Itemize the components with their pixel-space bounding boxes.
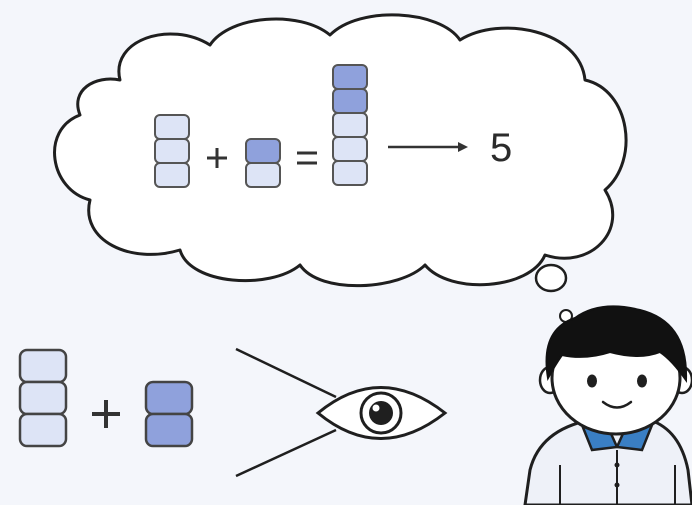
plus-icon	[207, 148, 227, 168]
equals-icon	[297, 151, 317, 165]
thought-result: 5	[490, 126, 512, 170]
thought-trail	[534, 263, 573, 323]
stack-three-blocks	[18, 348, 68, 448]
seen-equation	[18, 348, 194, 448]
sight-lines	[235, 347, 337, 478]
arrow-right-icon	[388, 142, 468, 152]
person-avatar	[523, 305, 692, 505]
stack-five-blocks	[332, 64, 368, 186]
plus-icon	[92, 400, 120, 428]
eye-icon	[315, 386, 448, 440]
thought-equation: 5	[154, 64, 512, 188]
stack-three-blocks	[154, 114, 190, 188]
stack-two-blocks	[144, 380, 194, 448]
stack-two-blocks	[245, 138, 281, 188]
